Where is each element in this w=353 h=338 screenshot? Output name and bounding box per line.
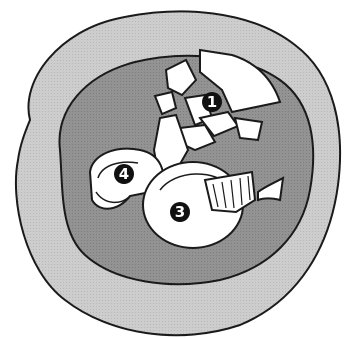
marker-3-label: 3 [175, 203, 185, 221]
marker-4: 4 [114, 164, 134, 184]
marker-3: 3 [170, 202, 190, 222]
marker-1: 1 [202, 92, 222, 112]
marker-4-label: 4 [119, 165, 129, 183]
marker-1-label: 1 [207, 93, 217, 111]
sherd-right-piece [235, 118, 262, 140]
